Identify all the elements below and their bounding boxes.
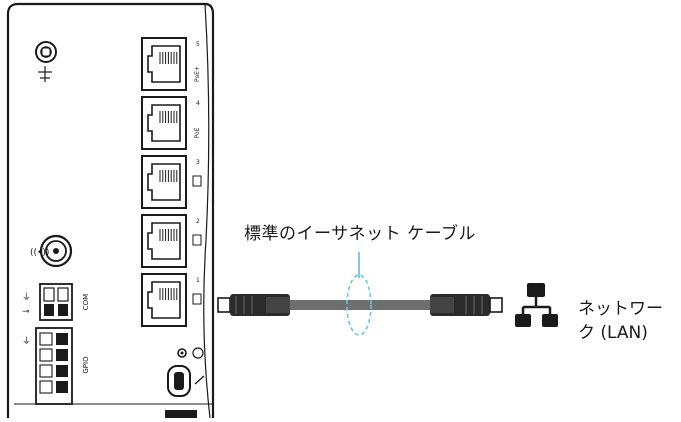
cable-callout (346, 252, 372, 336)
cable-label: 標準のイーサネット ケーブル (244, 224, 477, 244)
hdmi-port-icon (167, 365, 205, 397)
ground-icon (35, 41, 57, 82)
port-tag-label: PoE+ (194, 66, 201, 82)
ethernet-cable (217, 294, 503, 316)
port-index-label: 5 (196, 41, 200, 48)
network-label-line2: ク (LAN) (578, 323, 648, 343)
ethernet-port-icon (147, 163, 181, 201)
gpio-label: GPIO (82, 356, 90, 374)
antenna-connector-icon: ((•)) (30, 234, 73, 268)
network-icon (515, 283, 558, 327)
port-type-icon (192, 175, 202, 187)
ethernet-port-icon (147, 222, 181, 260)
port-index-label: 1 (196, 277, 200, 284)
status-led (177, 347, 204, 359)
svg-text:⏚: ⏚ (22, 292, 31, 303)
ethernet-port-2: 2 (141, 214, 202, 268)
network-label-line1: ネットワー (578, 299, 663, 319)
ethernet-port-1: 1 (141, 273, 202, 327)
port-type-icon (192, 234, 202, 246)
com-label: COM (82, 294, 90, 310)
gpio-terminal-block: ⏚ GPIO (22, 327, 90, 405)
svg-text:((•)): ((•)) (30, 248, 49, 258)
ethernet-port-icon (147, 281, 181, 319)
port-index-label: 4 (196, 100, 200, 107)
svg-text:⏚: ⏚ (22, 336, 31, 347)
ethernet-port-icon (147, 104, 181, 142)
ethernet-port-icon (147, 45, 181, 83)
port-index-label: 2 (196, 218, 200, 225)
port-type-icon (192, 293, 202, 305)
svg-text:⊸: ⊸ (22, 307, 30, 317)
ethernet-port-3: 3 (141, 155, 202, 209)
com-terminal-block: ⏚ ⊸ COM (22, 283, 90, 321)
port-index-label: 3 (196, 159, 200, 166)
port-tag-label: PoE (194, 127, 201, 138)
